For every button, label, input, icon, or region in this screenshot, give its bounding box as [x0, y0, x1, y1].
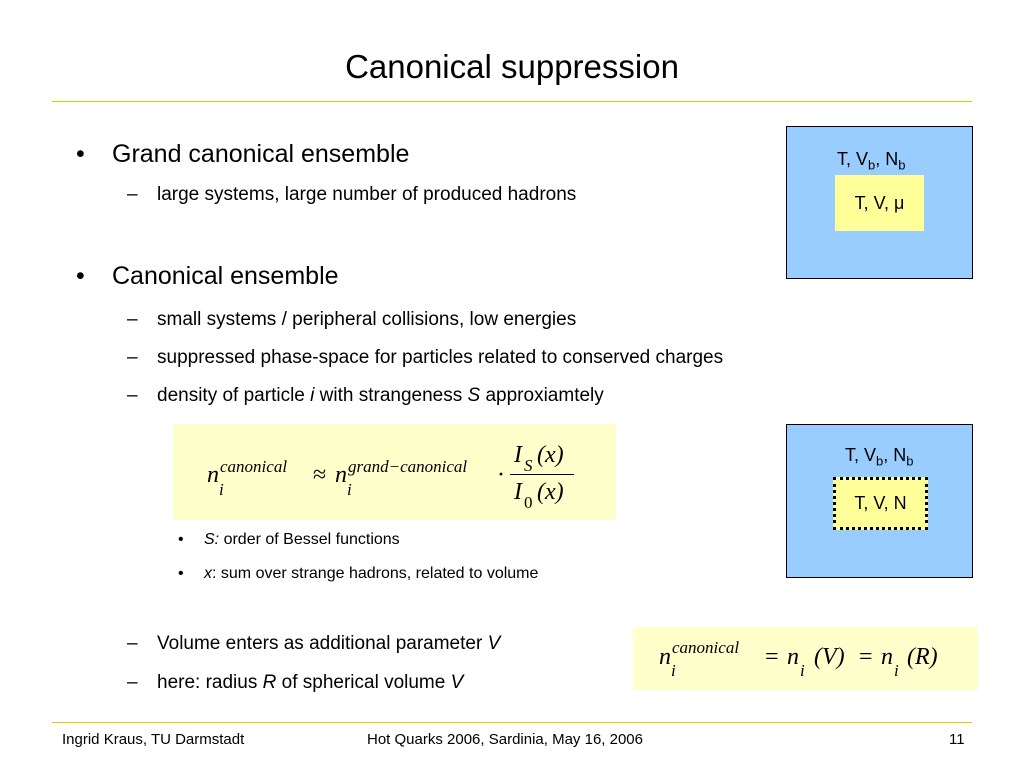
math-den-x: (x): [537, 479, 564, 505]
math-sub-i: i: [671, 661, 676, 680]
italic-V: V: [450, 672, 464, 693]
footer-divider: [52, 722, 972, 723]
text-part: , N: [883, 445, 907, 465]
text-part: with strangeness: [314, 385, 468, 406]
bullet-text: Grand canonical ensemble: [112, 140, 410, 168]
title-divider: [52, 101, 972, 102]
text-part: T, V: [837, 149, 869, 169]
text-part: order of Bessel functions: [219, 531, 400, 548]
italic-S: S: [467, 385, 481, 406]
formula-volume-dependence: n canonical i = n i (V) = n i (R): [633, 627, 978, 690]
dash-marker: –: [127, 184, 138, 205]
math-approx: ≈: [313, 462, 327, 488]
formula-canonical-density: n canonical i ≈ n grand−canonical i · I …: [173, 424, 616, 520]
inner-subsystem-box: T, V, μ: [835, 175, 924, 231]
math-arg-V: (V): [814, 644, 845, 670]
text-part: Volume enters as additional parameter: [157, 633, 488, 654]
text-part: density of particle: [157, 385, 311, 406]
italic-V: V: [487, 633, 501, 654]
bullet-marker: •: [76, 140, 85, 168]
math-den-0: 0: [524, 493, 533, 512]
sub-item-text: large systems, large number of produced …: [157, 184, 577, 205]
text-part: here: radius: [157, 672, 263, 693]
formula-n-canonical: n: [207, 462, 219, 489]
math-sup-canonical: canonical: [220, 457, 288, 476]
math-num-x: (x): [537, 442, 564, 468]
subscript-b: b: [876, 453, 884, 469]
sub-item-text: small systems / peripheral collisions, l…: [157, 309, 577, 330]
math-n-grand: n: [335, 462, 347, 488]
dash-marker: –: [127, 672, 138, 693]
math-n: n: [207, 462, 219, 488]
italic-i: i: [310, 385, 315, 406]
math-eq: =: [859, 644, 873, 670]
math-sub-i: i: [894, 661, 899, 680]
bullet-marker: •: [76, 262, 85, 290]
inner-subsystem-box: T, V, N: [833, 477, 928, 530]
italic-x: x: [204, 565, 212, 582]
footer-event: Hot Quarks 2006, Sardinia, May 16, 2006: [367, 731, 643, 748]
italic-S: S:: [204, 531, 220, 548]
math-n: n: [787, 644, 799, 670]
math-sub-i: i: [347, 480, 352, 499]
bullet-text: Canonical ensemble: [112, 262, 339, 290]
fraction-bar: [510, 474, 574, 475]
math-arg-R: (R): [907, 644, 938, 670]
footer-author: Ingrid Kraus, TU Darmstadt: [62, 731, 245, 748]
italic-R: R: [262, 672, 277, 693]
sub-item-text: Volume enters as additional parameter V: [157, 633, 500, 655]
math-sub-i: i: [800, 661, 805, 680]
bullet-marker: •: [178, 565, 184, 582]
text-part: approxiamtely: [480, 385, 604, 406]
math-n: n: [659, 644, 671, 670]
sub-item-text: here: radius R of spherical volume V: [157, 672, 463, 694]
math-den-I: I: [514, 479, 522, 505]
outer-label: T, Vb, Nb: [837, 149, 906, 173]
math-eq: =: [765, 644, 779, 670]
text-part: , N: [875, 149, 899, 169]
text-part: T, V: [845, 445, 877, 465]
dash-marker: –: [127, 633, 138, 654]
subscript-b: b: [868, 157, 876, 173]
math-sup-grand: grand−canonical: [348, 457, 468, 476]
subscript-b: b: [898, 157, 906, 173]
text-part: : sum over strange hadrons, related to v…: [212, 565, 539, 582]
math-n: n: [881, 644, 893, 670]
sub-item-text: suppressed phase-space for particles rel…: [157, 347, 724, 368]
text-part: of spherical volume: [276, 672, 451, 693]
math-num-I: I: [514, 442, 522, 468]
outer-label: T, Vb, Nb: [845, 445, 914, 469]
math-dot: ·: [497, 462, 505, 488]
small-bullet-text: x: sum over strange hadrons, related to …: [204, 565, 538, 583]
small-bullet-text: S: order of Bessel functions: [204, 531, 400, 549]
grand-canonical-diagram: T, Vb, Nb T, V, μ: [786, 126, 973, 279]
page-title: Canonical suppression: [345, 48, 679, 85]
footer-page-number: 11: [949, 731, 965, 748]
math-num-S: S: [524, 456, 533, 475]
math-sup-canonical: canonical: [672, 638, 740, 657]
math-sub-i: i: [219, 480, 224, 499]
sub-item-text: density of particle i with strangeness S…: [157, 385, 604, 407]
dash-marker: –: [127, 347, 138, 368]
canonical-diagram: T, Vb, Nb T, V, N: [786, 424, 973, 578]
subscript-b: b: [906, 453, 914, 469]
bullet-marker: •: [178, 531, 184, 548]
dash-marker: –: [127, 309, 138, 330]
dash-marker: –: [127, 385, 138, 406]
